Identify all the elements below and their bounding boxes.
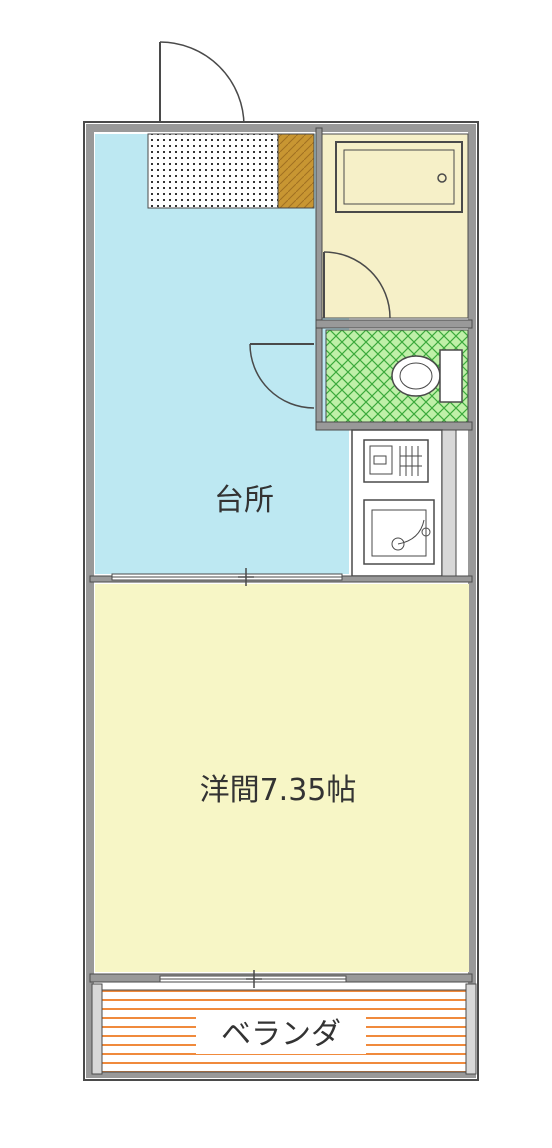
gas-stove — [363, 439, 429, 483]
shoe-box — [277, 133, 315, 209]
bath-door — [323, 251, 391, 319]
window-veranda — [89, 970, 473, 988]
entrance-floor — [147, 133, 279, 209]
western-room — [95, 584, 469, 972]
entrance-door — [159, 41, 245, 127]
bathtub — [335, 141, 463, 213]
western-room-label: 洋間7.35帖 — [200, 773, 357, 808]
kitchen-sink — [363, 499, 435, 565]
kitchen-label: 台所 — [214, 483, 274, 518]
veranda-label: ベランダ — [221, 1017, 341, 1052]
sliding-door-kitchen — [89, 568, 473, 586]
toilet-fixture — [391, 349, 463, 403]
toilet-door — [249, 343, 315, 409]
